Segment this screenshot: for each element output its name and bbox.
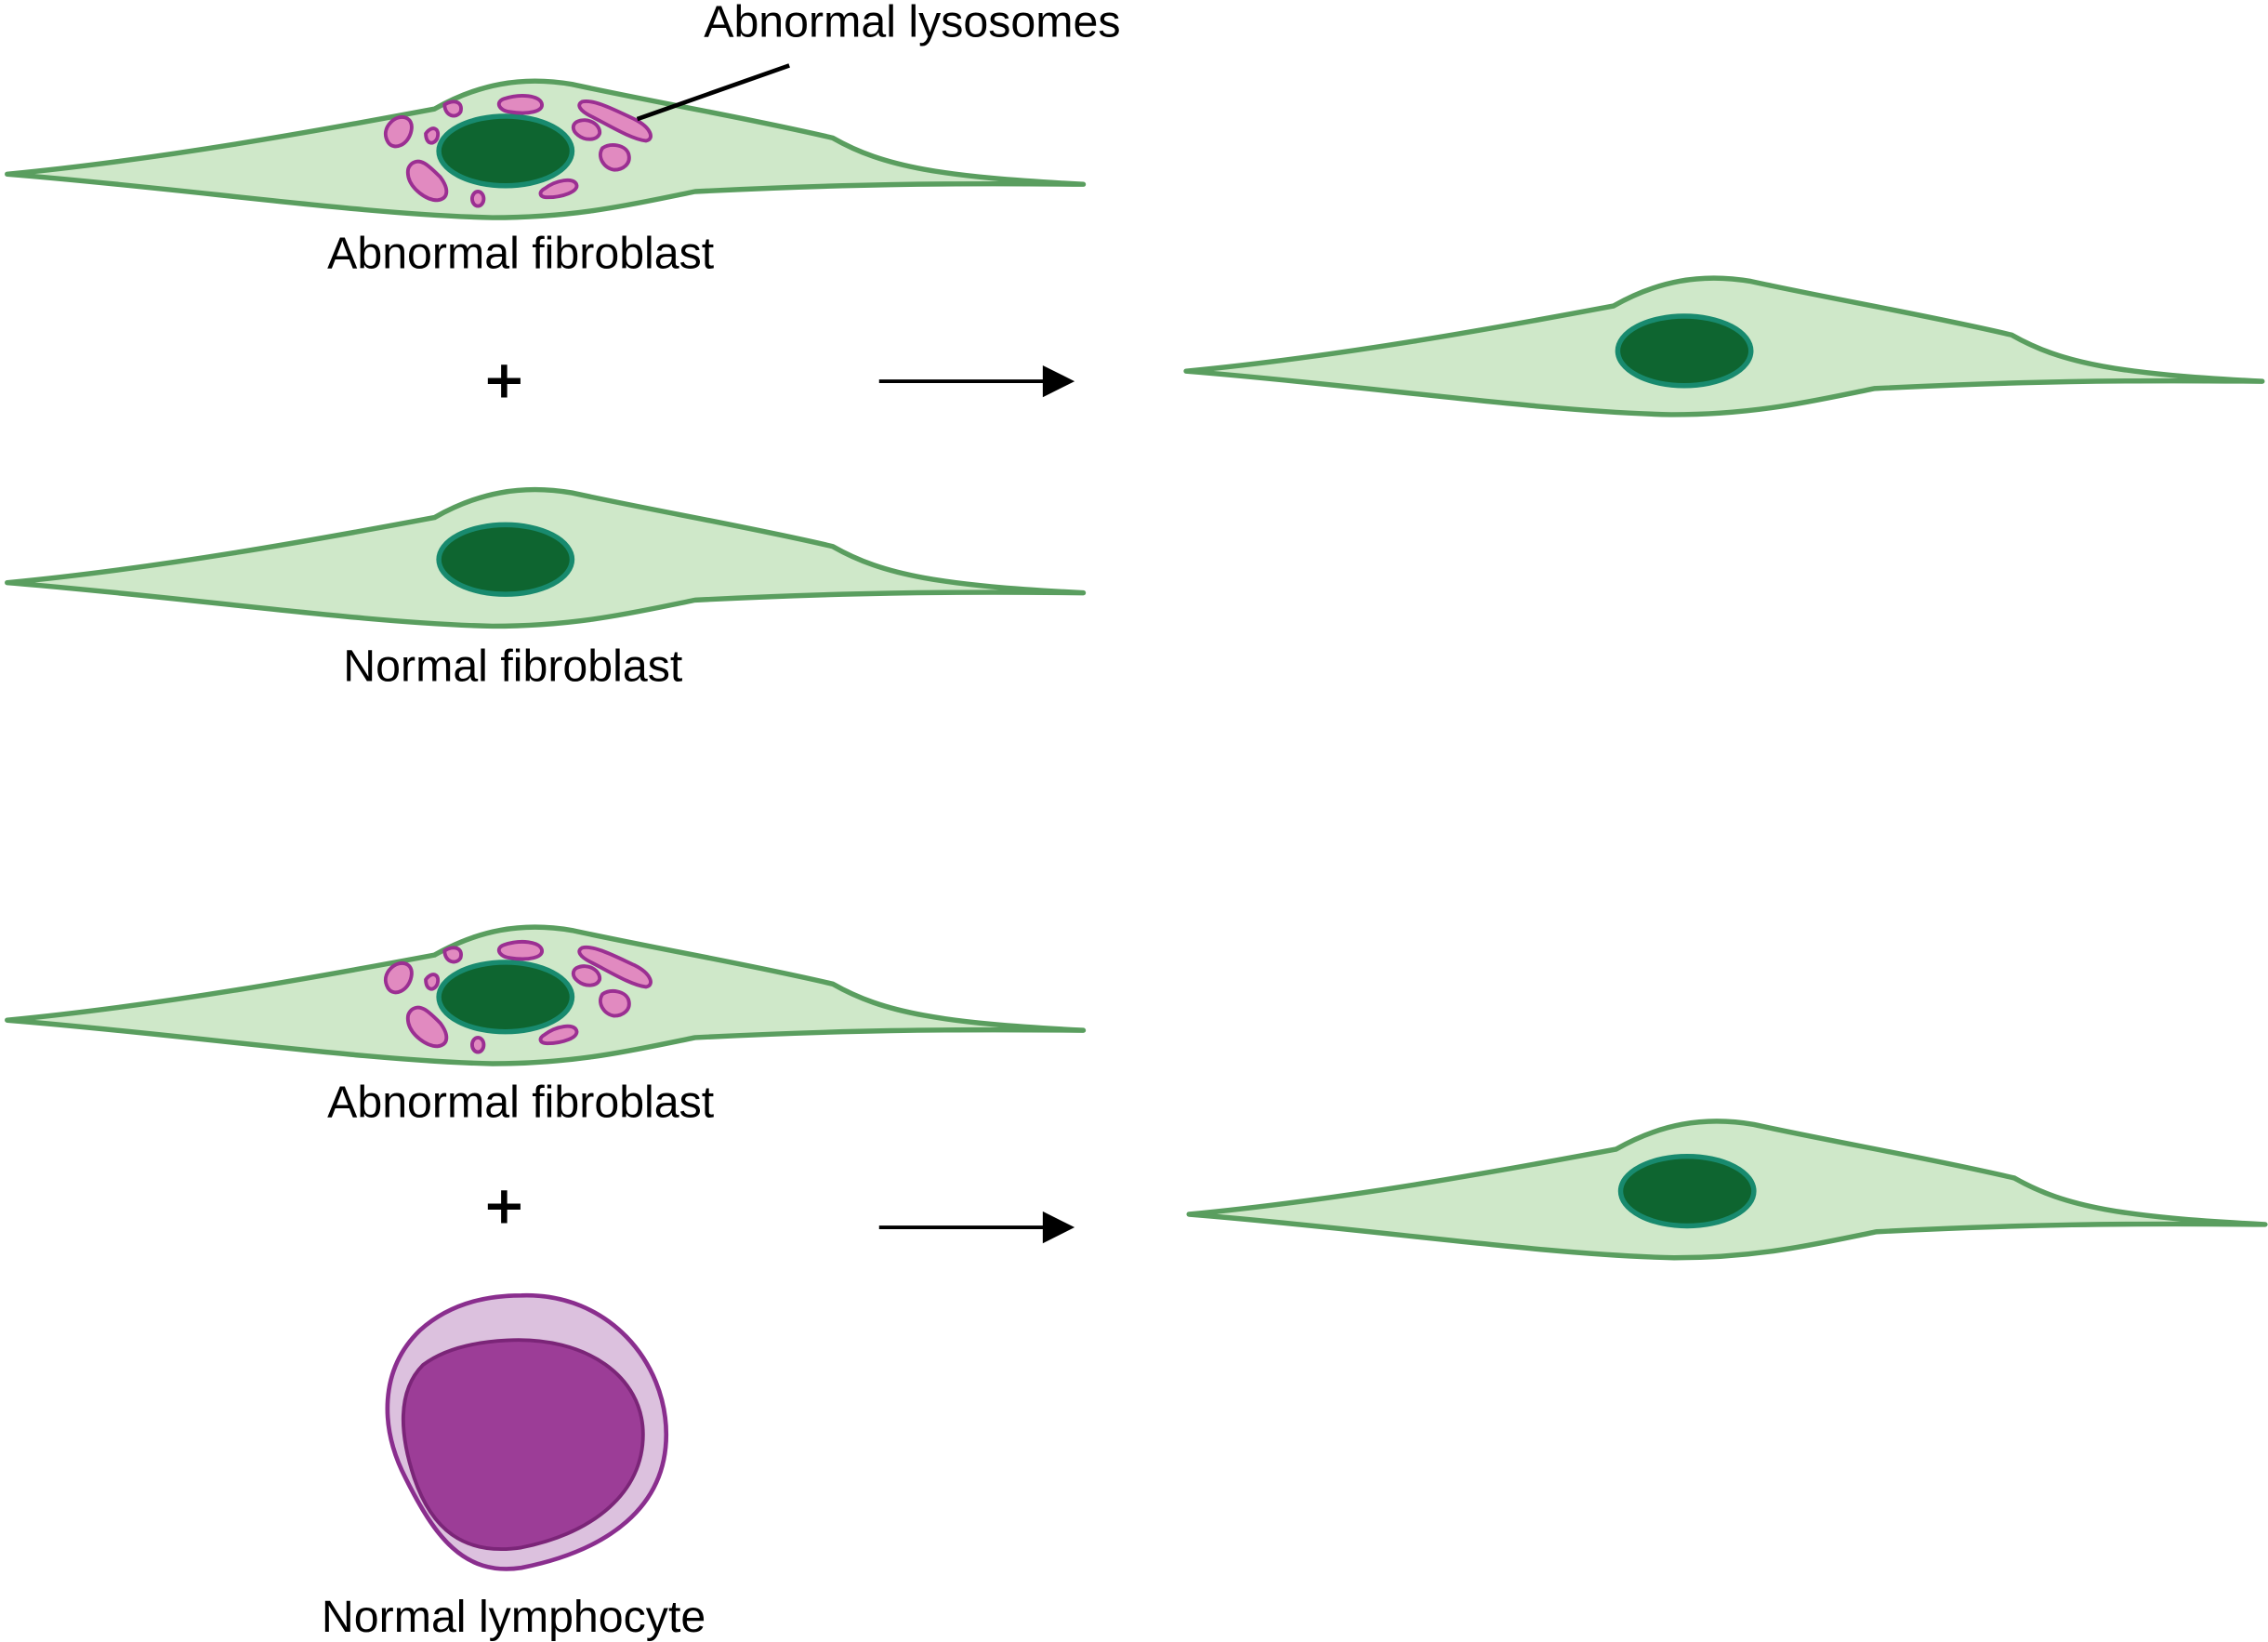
nucleus <box>436 113 575 189</box>
abnormal-fibroblast-bottom <box>7 927 1084 1064</box>
arrow-bottom <box>878 1211 1075 1244</box>
normal-fibroblast-label: Normal fibroblast <box>343 642 683 692</box>
nucleus <box>436 960 575 1035</box>
plus-sign-bottom: + <box>482 1175 526 1236</box>
normal-lymphocyte <box>385 1292 669 1571</box>
corrected-fibroblast-top <box>1186 278 2262 415</box>
lymphocyte-nucleus <box>401 1338 645 1551</box>
abnormal-fibroblast-label: Abnormal fibroblast <box>327 229 715 279</box>
normal-lymphocyte-label: Normal lymphocyte <box>322 1592 705 1642</box>
abnormal-fibroblast-label-bottom: Abnormal fibroblast <box>327 1078 715 1128</box>
plus-sign-top: + <box>482 350 526 410</box>
abnormal-lysosomes-label: Abnormal lysosomes <box>704 0 1120 46</box>
abnormal-fibroblast-top <box>7 81 1084 218</box>
normal-fibroblast <box>7 490 1084 627</box>
lysosome-pointer-line <box>636 63 790 122</box>
nucleus <box>1617 1153 1757 1229</box>
nucleus <box>436 522 575 597</box>
arrow-top <box>878 364 1075 398</box>
corrected-fibroblast-bottom <box>1189 1121 2265 1258</box>
nucleus <box>1615 313 1754 389</box>
